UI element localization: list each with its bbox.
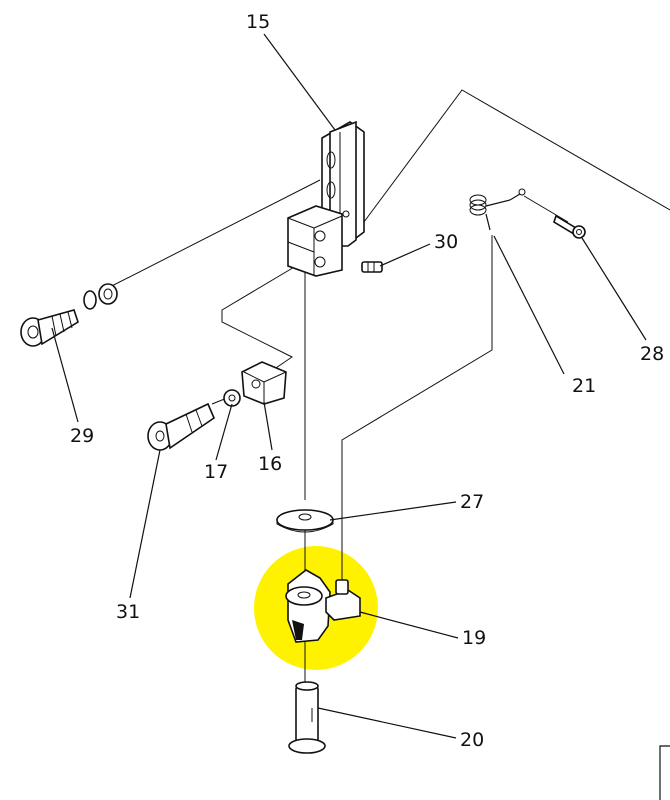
callout-31: 31: [116, 601, 140, 623]
callout-17: 17: [204, 461, 228, 483]
part-21-spring: [469, 188, 526, 231]
callout-19: 19: [462, 627, 486, 649]
callout-16: 16: [258, 453, 282, 475]
callout-15: 15: [246, 11, 270, 33]
callout-27: 27: [460, 491, 484, 513]
callout-20: 20: [460, 729, 484, 751]
assembly-lines: [99, 89, 670, 686]
callout-labels: 15 30 28 21 29 17 16 27 31 19 20: [70, 11, 664, 751]
part-28-screw: [553, 214, 586, 239]
frame-corner: [659, 745, 670, 800]
callout-28: 28: [640, 343, 664, 365]
part-17-nut: [223, 389, 241, 407]
callout-21: 21: [572, 375, 596, 397]
part-20-pin: [288, 681, 326, 754]
part-29-bolt: [20, 283, 118, 347]
part-19-cam: [285, 569, 361, 643]
leader-lines: [51, 33, 647, 739]
part-15-bracket: [287, 120, 365, 277]
part-16-block: [241, 361, 287, 405]
part-27-washer: [276, 509, 334, 533]
callout-30: 30: [434, 231, 458, 253]
callout-29: 29: [70, 425, 94, 447]
part-30-screw: [361, 261, 383, 273]
part-31-bolt: [147, 402, 215, 451]
